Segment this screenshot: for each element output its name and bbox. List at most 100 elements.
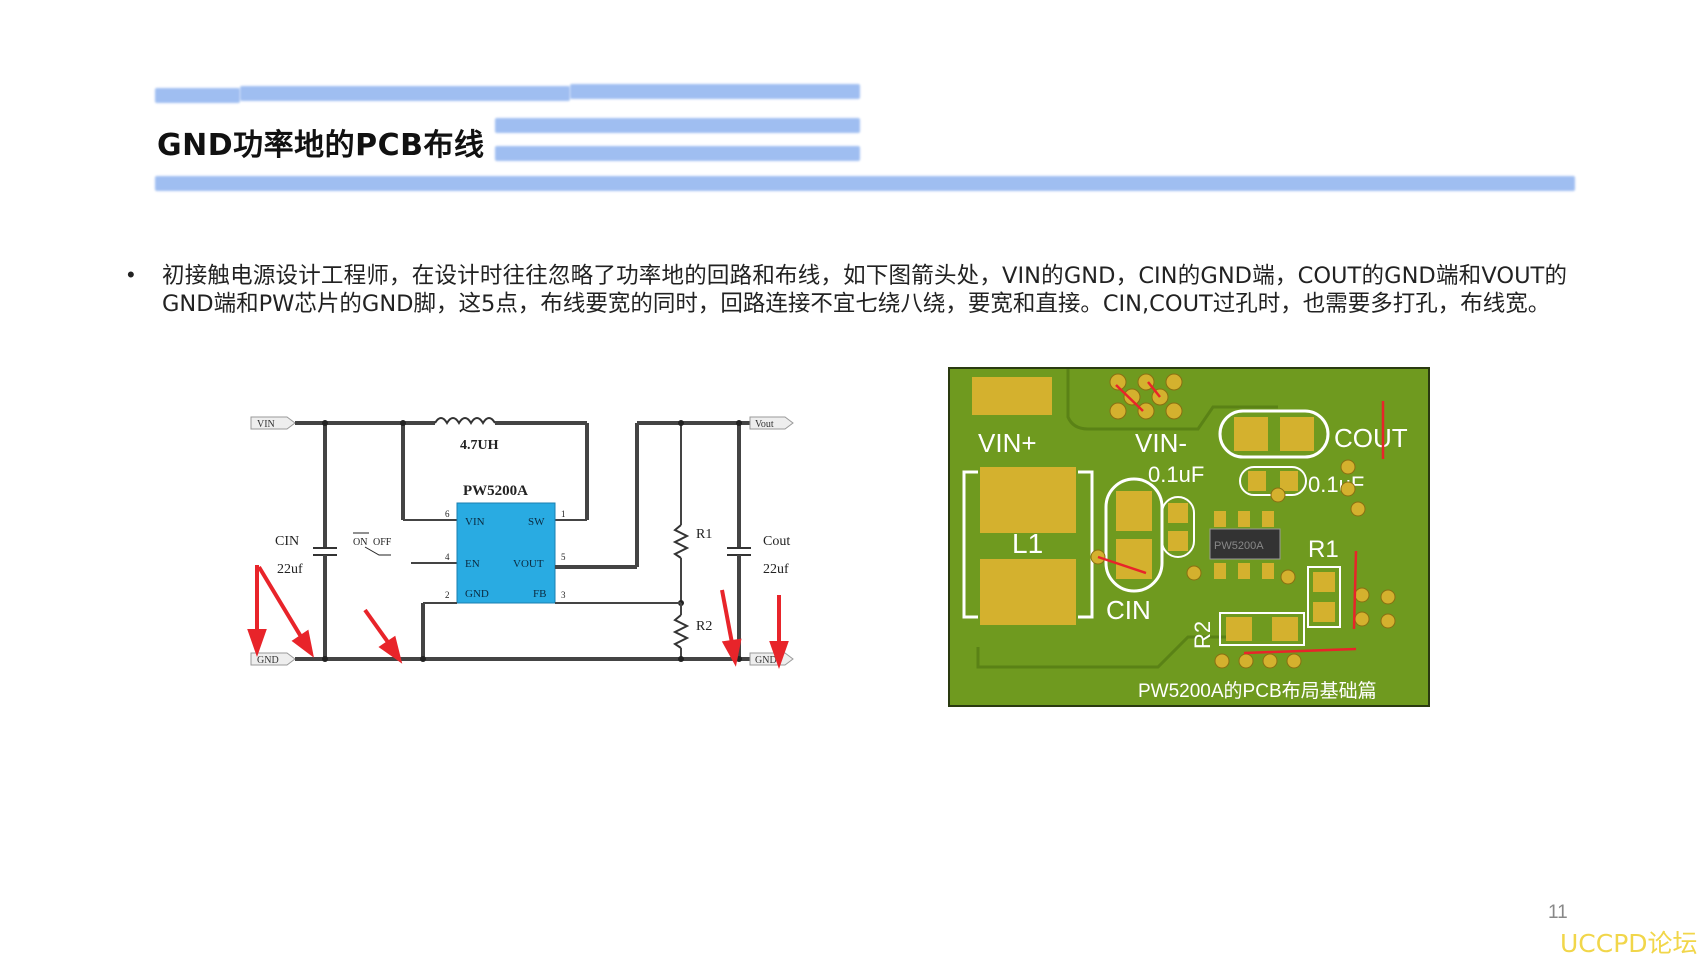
- pcb-r1-label: R1: [1308, 536, 1339, 563]
- via-2: [1340, 481, 1356, 497]
- via-h6: [1165, 402, 1183, 420]
- pcb-r2-label: R2: [1190, 621, 1215, 649]
- chip-pads: [1214, 511, 1274, 579]
- switch-off-label: OFF: [373, 537, 392, 548]
- pin-num-3: 3: [561, 590, 566, 600]
- pcb-arrow-5: [1352, 550, 1358, 630]
- via-6: [1186, 565, 1202, 581]
- via-10: [1380, 589, 1396, 605]
- l1-pad-bottom: [980, 559, 1076, 625]
- pin-num-1: 1: [561, 509, 566, 519]
- node-gnd-r2: [678, 656, 684, 662]
- via-h4: [1109, 402, 1127, 420]
- via-1: [1340, 459, 1356, 475]
- via-h7: [1123, 388, 1141, 406]
- node-gnd-chip: [420, 656, 426, 662]
- via-3: [1350, 501, 1366, 517]
- r2-pad-2: [1272, 617, 1298, 641]
- pcb-chip-mark: PW5200A: [1214, 540, 1264, 552]
- cout-pad-2: [1280, 417, 1314, 451]
- node-vin: [400, 420, 406, 426]
- via-8: [1354, 587, 1370, 603]
- via-h1: [1109, 373, 1127, 391]
- r2-label: R2: [696, 619, 712, 634]
- pcb-l1-label: L1: [1012, 528, 1043, 559]
- cout-outline: [1218, 409, 1330, 459]
- node-r1-top: [678, 420, 684, 426]
- pad-vin-plus: [972, 377, 1052, 415]
- vout-terminal: [749, 416, 794, 430]
- chip-pad-1: [1214, 511, 1226, 527]
- via-h5: [1137, 402, 1155, 420]
- cin-value: 22uf: [277, 562, 303, 577]
- r2-outline: [1219, 612, 1305, 646]
- bullet-marker: •: [127, 262, 135, 287]
- pin-label-vout: VOUT: [513, 558, 544, 570]
- cap2-pad-2: [1280, 471, 1298, 491]
- chip-pad-4: [1214, 563, 1226, 579]
- cin-label: CIN: [275, 534, 299, 549]
- pcb-cin-label: CIN: [1106, 595, 1151, 625]
- r2-pad-1: [1226, 617, 1252, 641]
- r2-symbol: [672, 614, 690, 649]
- cout-pad-1: [1234, 417, 1268, 451]
- cin-pad-1: [1116, 491, 1152, 531]
- pcb-vin-minus-label: VIN-: [1135, 428, 1187, 458]
- via-14: [1262, 653, 1278, 669]
- copper-outline-1: [1066, 369, 1278, 431]
- chip-name: PW5200A: [463, 483, 528, 499]
- via-12: [1214, 653, 1230, 669]
- red-arrows: [247, 565, 789, 670]
- header-bar-1: [155, 88, 240, 103]
- via-9: [1354, 611, 1370, 627]
- via-7: [1280, 569, 1296, 585]
- pcb-arrow-2: [1147, 381, 1161, 398]
- header-bar-2: [240, 86, 570, 101]
- arrow-2-head: [291, 629, 314, 658]
- gnd-terminal-left: [250, 652, 296, 666]
- pcb-cap2-label: 0.1uF: [1308, 472, 1364, 497]
- page-title: GND功率地的PCB布线: [157, 128, 485, 163]
- pin-num-2: 2: [445, 590, 450, 600]
- vin-terminal: [250, 416, 296, 430]
- r1-pad-1: [1313, 572, 1335, 592]
- switch-on-label: ON: [353, 537, 367, 548]
- cap1-pad-2: [1168, 531, 1188, 551]
- node-cin: [322, 420, 328, 426]
- pin-label-en: EN: [465, 558, 480, 570]
- pcb-red-arrows: [1097, 381, 1385, 655]
- chip-pad-2: [1238, 511, 1250, 527]
- pcb-arrow-6: [1243, 647, 1357, 655]
- arrow-1-head: [247, 629, 267, 658]
- cap1-outline: [1161, 496, 1195, 558]
- chip-pad-5: [1238, 563, 1250, 579]
- l1-outline-left: [962, 470, 978, 619]
- l1-outline-right: [1078, 470, 1094, 619]
- r1-outline: [1307, 566, 1341, 628]
- chip-pad-3: [1262, 511, 1274, 527]
- chip-body: [456, 502, 556, 604]
- pin-label-vin: VIN: [465, 516, 485, 528]
- arrow-4-head: [721, 638, 742, 667]
- node-cout: [736, 420, 742, 426]
- pcb-layout-image: VIN+ VIN- COUT 0.1uF 0.1uF L1 CIN PW5200…: [948, 367, 1430, 707]
- header-bar-6: [155, 176, 1575, 191]
- cin-pad-2: [1116, 539, 1152, 579]
- r1-label: R1: [696, 527, 712, 542]
- pin-label-gnd: GND: [465, 588, 489, 600]
- via-13: [1238, 653, 1254, 669]
- pcb-chip: [1209, 528, 1281, 560]
- r1-symbol: [672, 524, 690, 559]
- pcb-cap1-label: 0.1uF: [1148, 462, 1204, 487]
- gnd-label-left: GND: [257, 655, 279, 666]
- pin-num-6: 6: [445, 509, 450, 519]
- switch-symbol: [364, 546, 391, 556]
- pin-label-fb: FB: [533, 588, 546, 600]
- header-bar-5: [495, 146, 860, 161]
- inductor-symbol: [434, 417, 496, 425]
- inductor-label: 4.7UH: [460, 438, 499, 453]
- pcb-arrow-3: [1097, 555, 1147, 575]
- vin-label: VIN: [257, 419, 275, 430]
- pcb-vias: [1090, 459, 1396, 669]
- via-11: [1380, 613, 1396, 629]
